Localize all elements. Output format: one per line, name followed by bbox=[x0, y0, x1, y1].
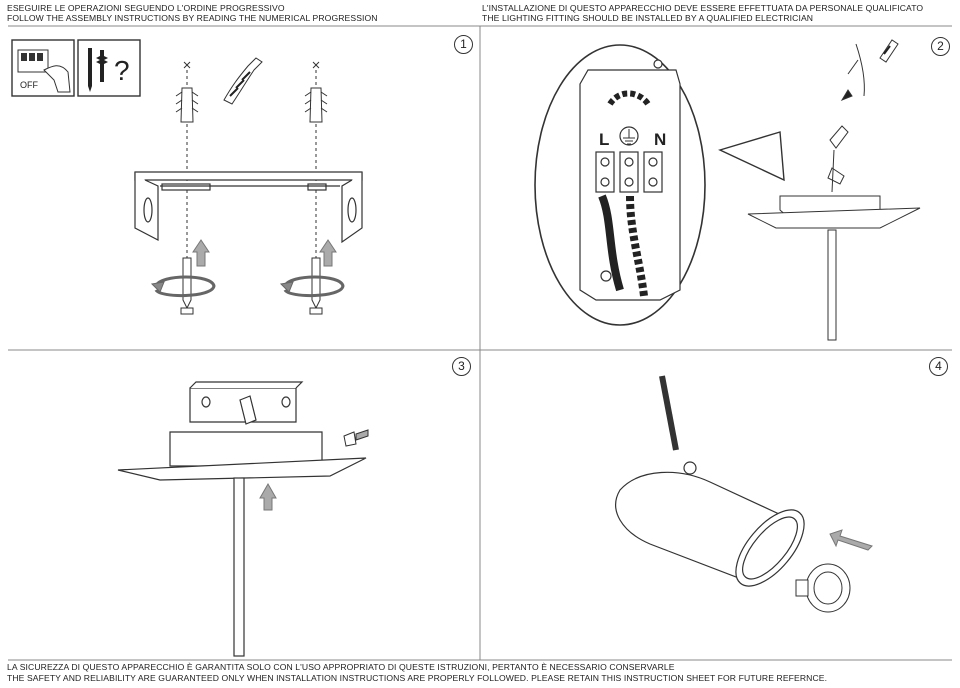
step-2-panel: L N bbox=[480, 0, 960, 350]
screw-right bbox=[279, 257, 345, 315]
drill-bit-icon bbox=[879, 39, 899, 63]
wall-plug-right bbox=[304, 61, 328, 260]
footer-english: THE SAFETY AND RELIABILITY ARE GUARANTEE… bbox=[7, 673, 828, 683]
terminal-live-label: L bbox=[599, 130, 609, 149]
step-2-number: 2 bbox=[931, 37, 950, 56]
spotlight-body bbox=[615, 375, 805, 587]
ceiling-fitting bbox=[747, 43, 921, 341]
insert-arrow-icon bbox=[829, 529, 873, 551]
up-arrow-right-icon bbox=[319, 239, 337, 267]
power-off-icon bbox=[11, 39, 75, 97]
header-right-english: THE LIGHTING FITTING SHOULD BE INSTALLED… bbox=[482, 13, 814, 23]
question-mark: ? bbox=[114, 55, 130, 86]
terminal-neutral-label: N bbox=[654, 130, 666, 149]
header-left-english: FOLLOW THE ASSEMBLY INSTRUCTIONS BY READ… bbox=[7, 13, 378, 23]
header-right-italian: L'INSTALLAZIONE DI QUESTO APPARECCHIO DE… bbox=[482, 3, 924, 13]
up-arrow-icon bbox=[259, 482, 277, 511]
wall-plug-left bbox=[175, 61, 199, 260]
tools-icon bbox=[77, 39, 141, 97]
header-left-italian: ESEGUIRE LE OPERAZIONI SEGUENDO L'ORDINE… bbox=[7, 3, 285, 13]
up-arrow-left-icon bbox=[192, 239, 210, 267]
supply-cable bbox=[598, 194, 624, 292]
footer-italian: LA SICUREZZA DI QUESTO APPARECCHIO È GAR… bbox=[7, 662, 675, 672]
step-4-panel bbox=[480, 350, 960, 660]
step-4-number: 4 bbox=[929, 357, 948, 376]
step-3-panel bbox=[0, 350, 480, 660]
terminal-block bbox=[579, 59, 681, 301]
bracket-assembly bbox=[117, 381, 367, 657]
step-1-panel: OFF ? bbox=[0, 0, 480, 350]
callout-pointer bbox=[718, 131, 785, 182]
screw-left bbox=[150, 257, 216, 315]
earth-cable bbox=[626, 195, 648, 297]
screw-icon bbox=[343, 429, 369, 447]
switch-off-label: OFF bbox=[20, 80, 38, 90]
mounting-bracket bbox=[134, 171, 363, 244]
bulb-icon bbox=[795, 563, 851, 613]
step-3-number: 3 bbox=[452, 357, 471, 376]
step-1-number: 1 bbox=[454, 35, 473, 54]
top-wire bbox=[607, 90, 651, 106]
drill-bit-icon bbox=[223, 57, 263, 105]
